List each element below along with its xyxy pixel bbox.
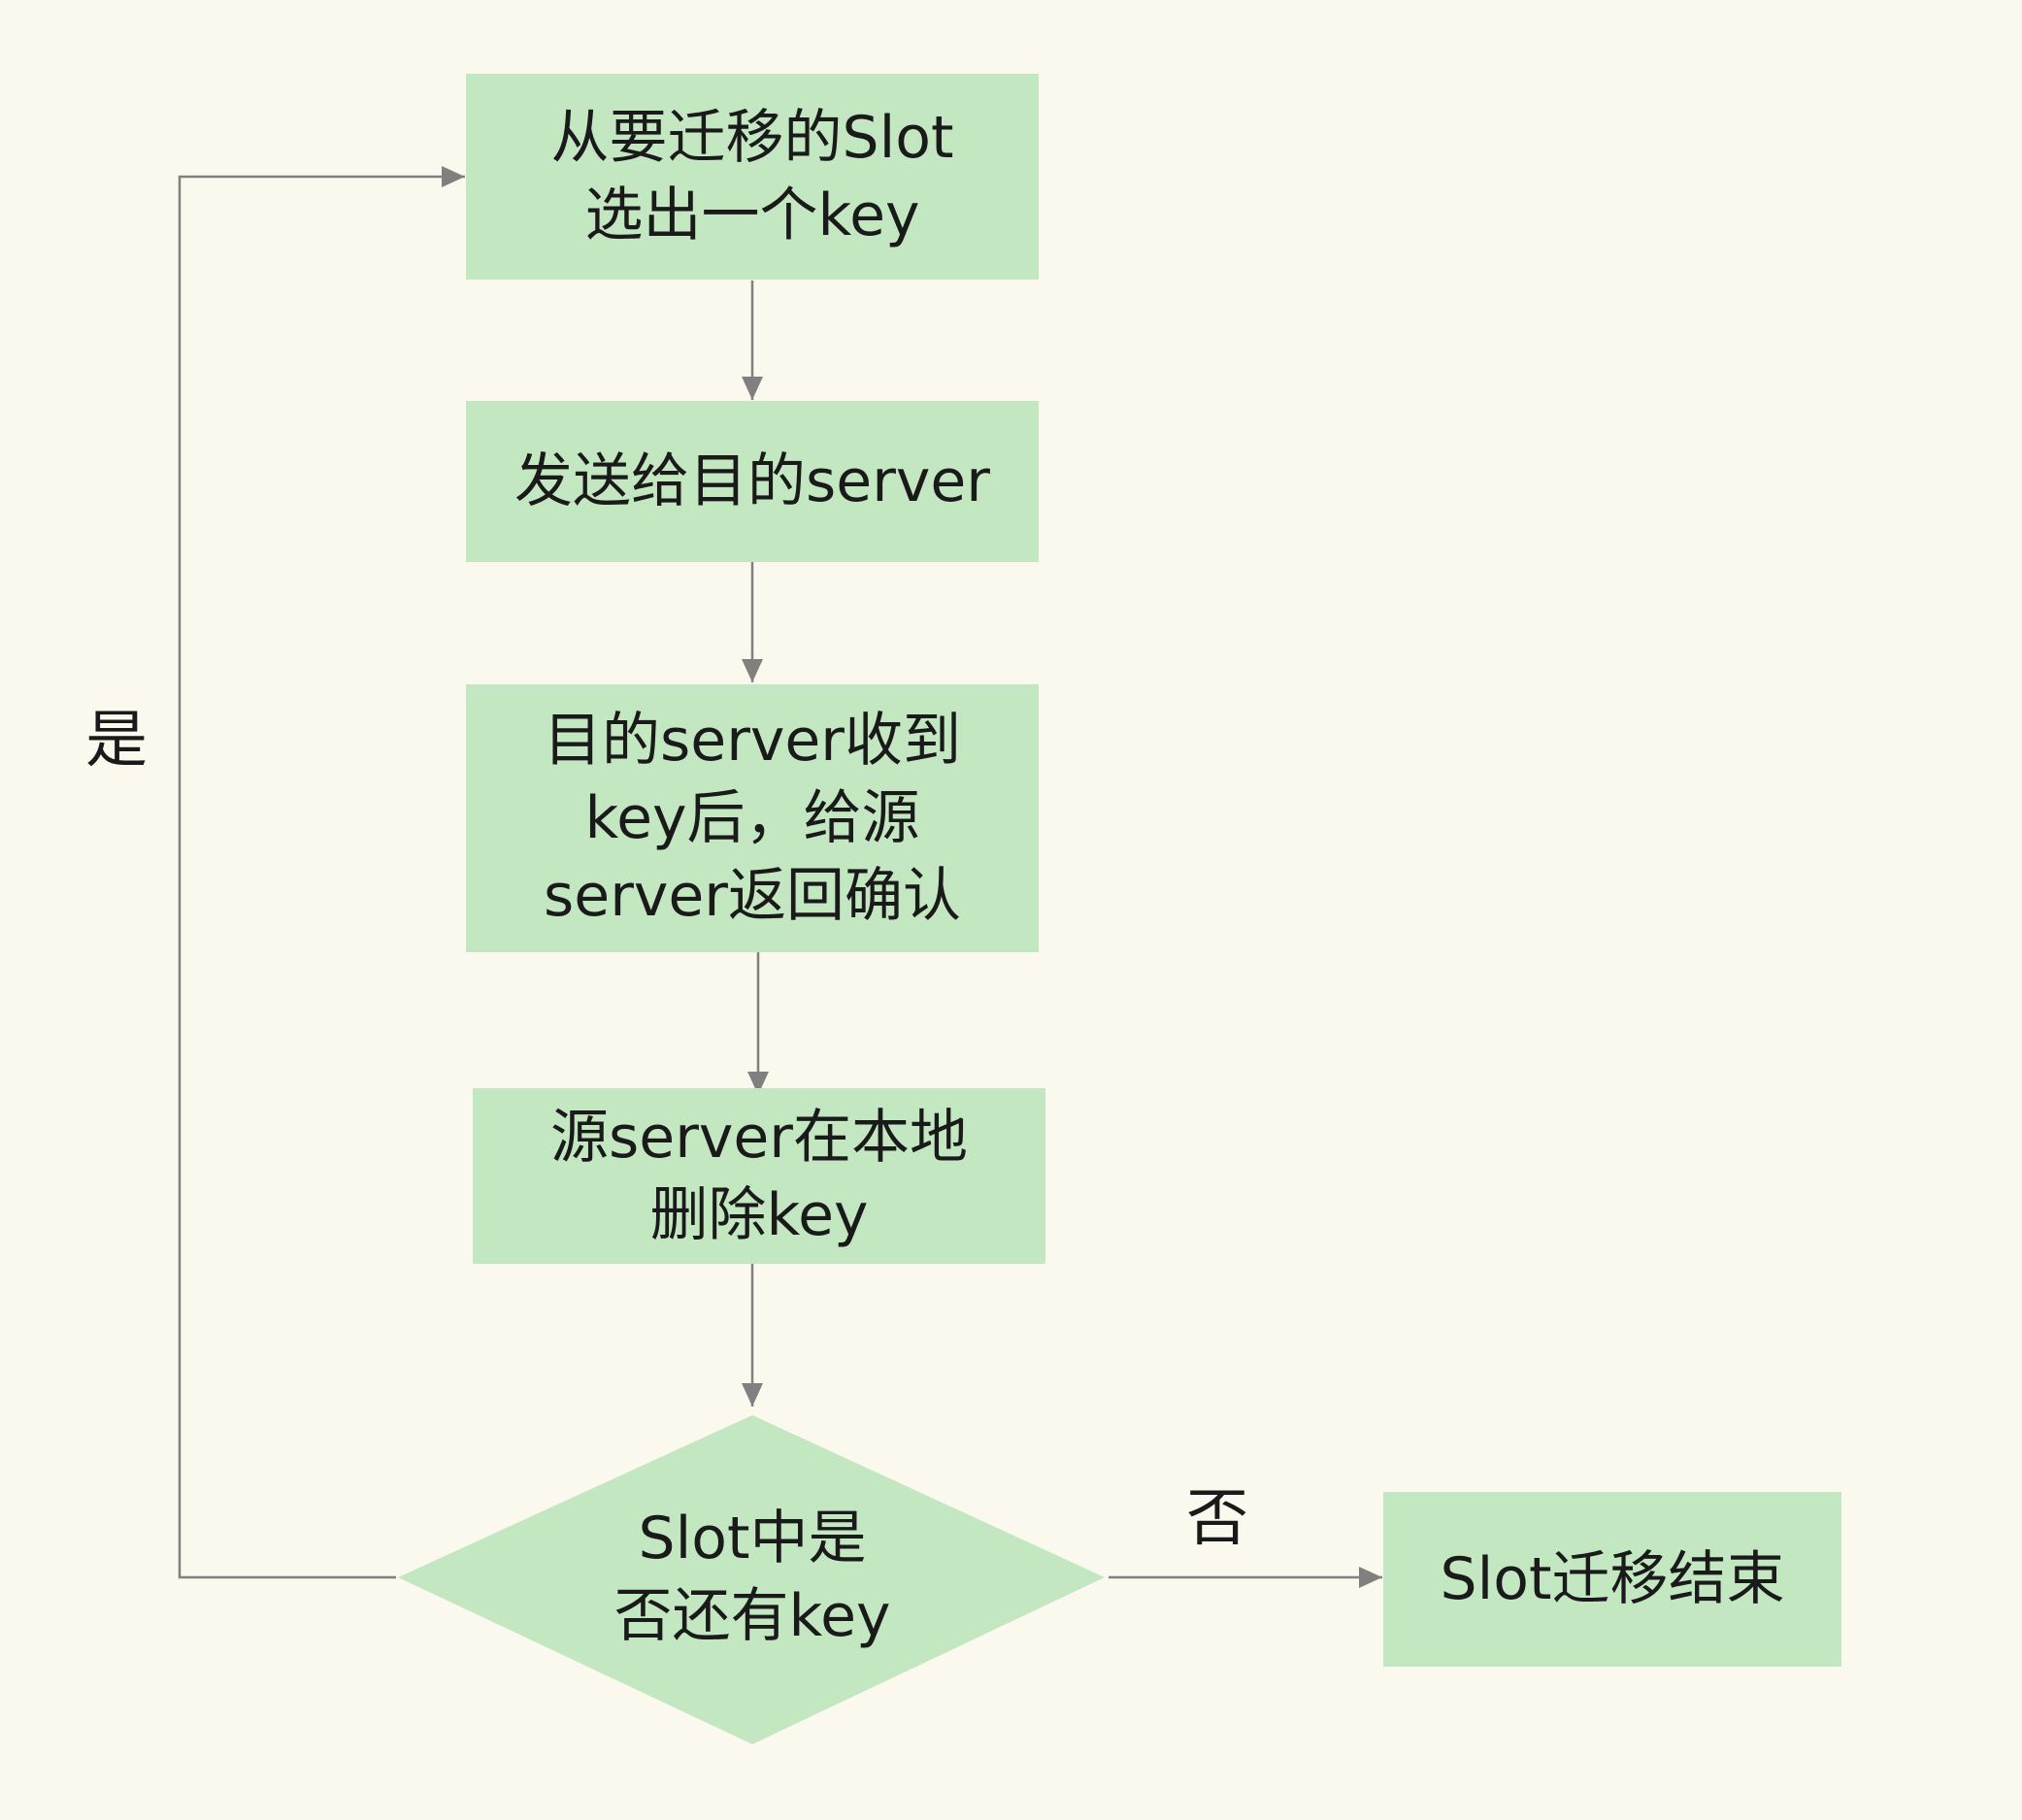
decision-diamond	[398, 1415, 1105, 1744]
step-send-key: 发送给目的server	[466, 401, 1039, 562]
yes-label: 是	[85, 705, 148, 777]
step-delete-key-label: 源server在本地 删除key	[550, 1103, 968, 1249]
step-end: Slot迁移结束	[1383, 1492, 1841, 1667]
arrow-yes-loop	[178, 166, 465, 1579]
step-confirm: 目的server收到 key后，给源 server返回确认	[466, 684, 1039, 952]
step-delete-key: 源server在本地 删除key	[473, 1088, 1045, 1264]
step-send-key-label: 发送给目的server	[514, 447, 990, 515]
decision-label: Slot中是 否还有key	[613, 1505, 891, 1650]
step-select-key: 从要迁移的Slot 选出一个key	[466, 74, 1039, 280]
step-select-key-label: 从要迁移的Slot 选出一个key	[550, 104, 954, 249]
step-end-label: Slot迁移结束	[1440, 1545, 1785, 1613]
no-label: 否	[1186, 1483, 1248, 1555]
step-confirm-label: 目的server收到 key后，给源 server返回确认	[544, 707, 961, 930]
